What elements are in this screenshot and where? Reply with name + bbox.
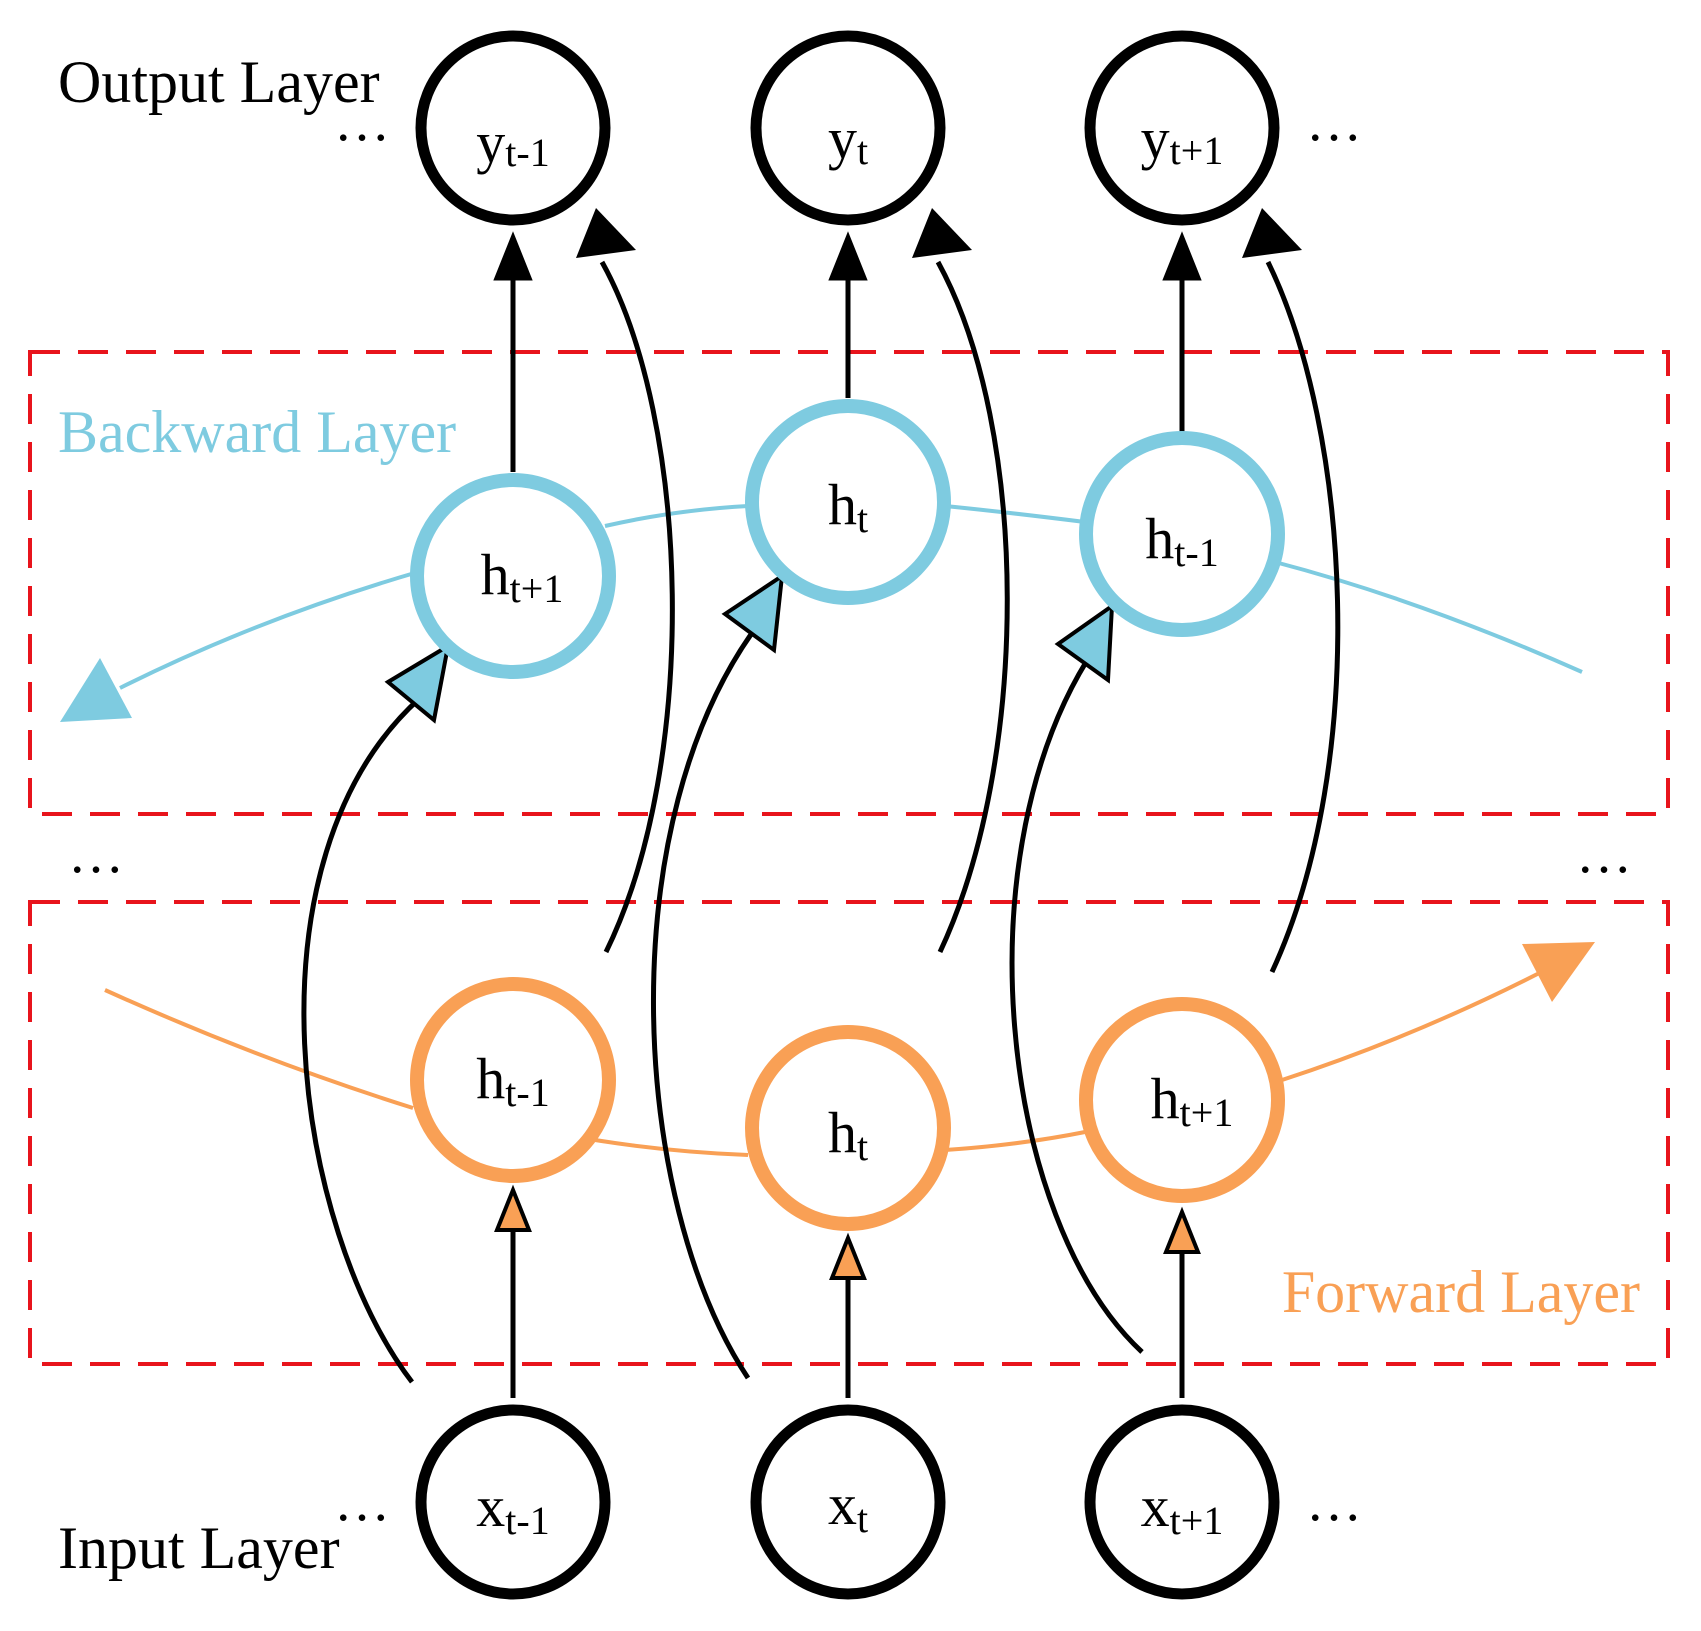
input-layer-title: Input Layer [58, 1515, 340, 1581]
middle-right-ellipsis: … [1576, 823, 1632, 885]
output-node-label-2: yt [828, 106, 868, 173]
backward-node-label-1: ht+1 [481, 542, 564, 611]
input-node-1 [415, 1404, 611, 1600]
backward-node-label-2: ht [828, 472, 868, 541]
input-to-forward-arrows [494, 1184, 1201, 1398]
forward-node-3 [1079, 997, 1285, 1203]
output-nodes: yt-1 yt yt+1 [415, 30, 1280, 226]
backward-node-2 [745, 399, 951, 605]
forward-node-2 [745, 1025, 951, 1231]
backward-node-1 [410, 473, 616, 679]
input-to-backward-arrows [301, 571, 1144, 1384]
forward-nodes: ht-1 ht ht+1 [410, 977, 1285, 1231]
backward-recurrent-path [119, 504, 1583, 690]
backward-node-3 [1079, 431, 1285, 637]
output-layer-title: Output Layer [58, 49, 380, 115]
forward-arrowhead [1522, 942, 1595, 1002]
forward-node-label-1: ht-1 [476, 1046, 549, 1115]
backward-node-label-3: ht-1 [1145, 506, 1218, 575]
input-node-label-2: xt [828, 1472, 868, 1541]
input-nodes: xt-1 xt xt+1 [415, 1404, 1280, 1600]
output-node-1 [415, 30, 611, 226]
forward-layer-box [28, 900, 1670, 1366]
input-node-label-1: xt-1 [476, 1474, 549, 1543]
forward-to-output-arrows [576, 208, 1341, 974]
forward-node-label-2: ht [828, 1100, 868, 1169]
ellipses: … … … … … … [68, 91, 1632, 1533]
output-left-ellipsis: … [334, 91, 390, 153]
backward-arrowhead [60, 658, 132, 722]
output-right-ellipsis: … [1306, 91, 1362, 153]
forward-recurrent-path [104, 963, 1556, 1157]
input-node-2 [750, 1404, 946, 1600]
backward-nodes: ht+1 ht ht-1 [410, 399, 1285, 679]
input-node-label-3: xt+1 [1141, 1474, 1224, 1543]
input-node-3 [1084, 1404, 1280, 1600]
output-node-3 [1084, 30, 1280, 226]
backward-to-output-arrows [493, 231, 1202, 472]
middle-left-ellipsis: … [68, 823, 124, 885]
forward-layer-title: Forward Layer [1282, 1259, 1640, 1325]
input-right-ellipsis: … [1306, 1471, 1362, 1533]
output-node-2 [750, 30, 946, 226]
forward-node-label-3: ht+1 [1151, 1066, 1234, 1135]
output-node-label-1: yt-1 [476, 110, 549, 175]
backward-layer-title: Backward Layer [58, 399, 456, 465]
forward-node-1 [410, 977, 616, 1183]
output-node-label-3: yt+1 [1141, 106, 1224, 173]
input-left-ellipsis: … [334, 1471, 390, 1533]
